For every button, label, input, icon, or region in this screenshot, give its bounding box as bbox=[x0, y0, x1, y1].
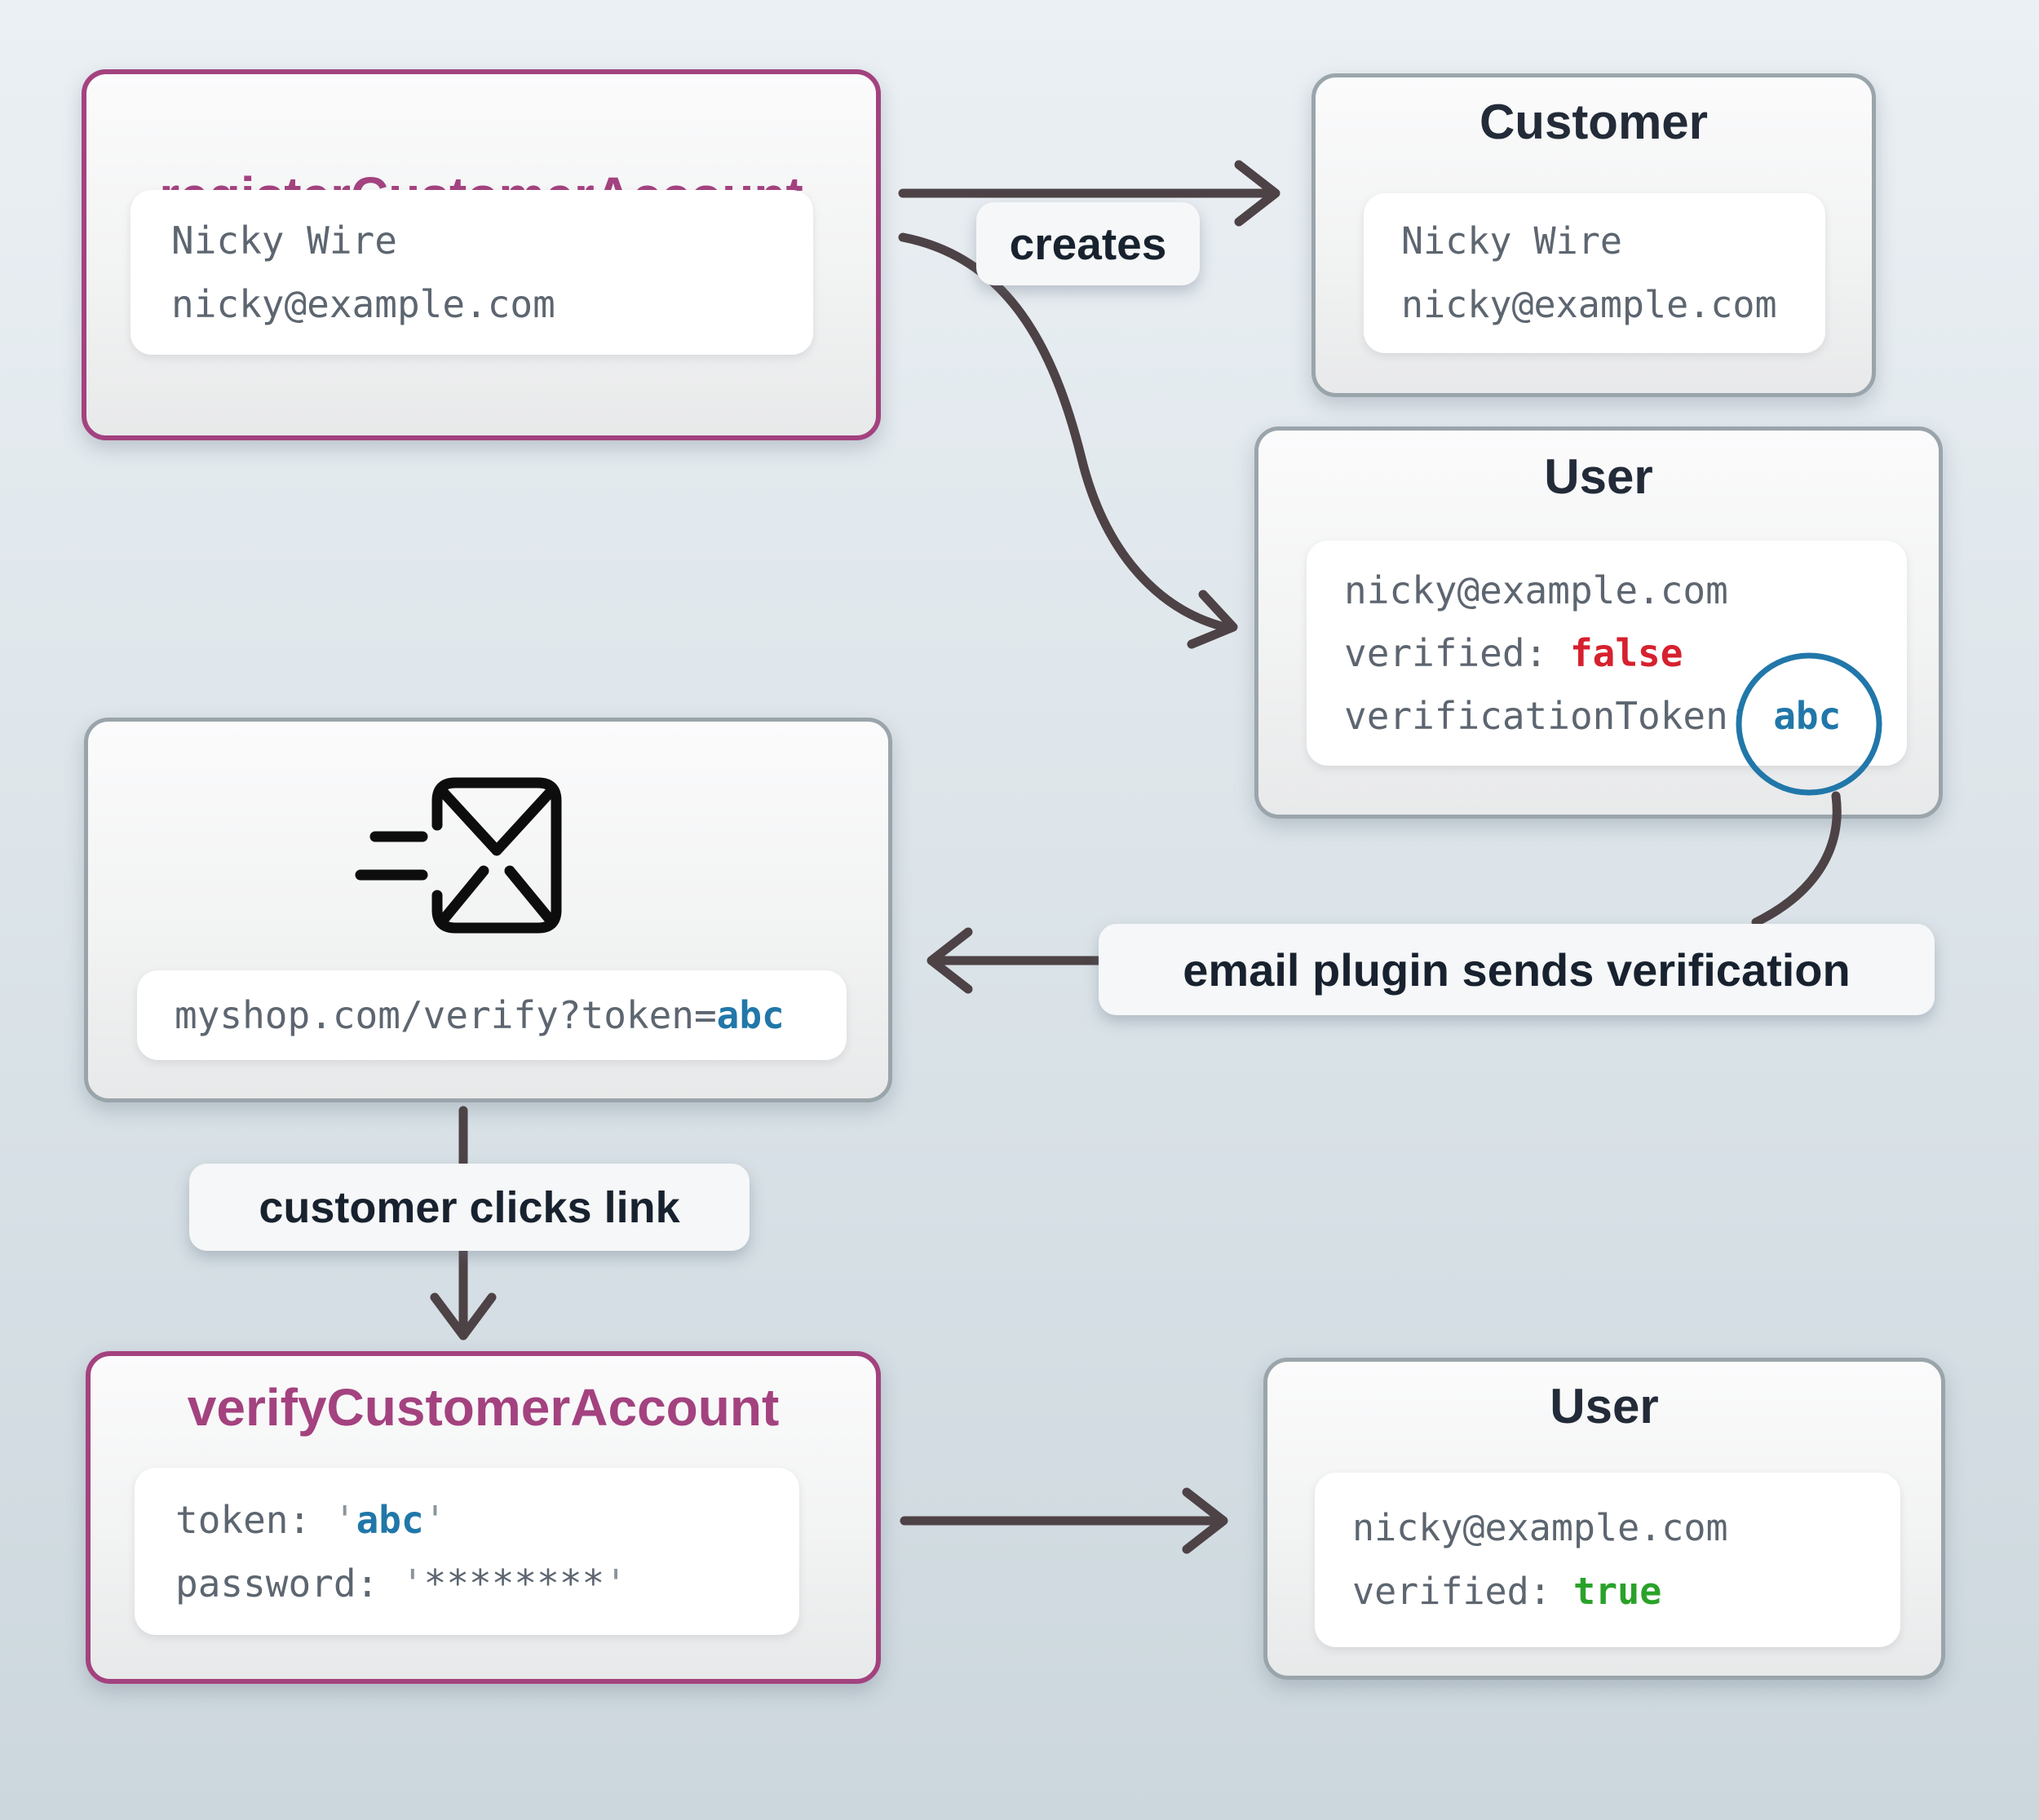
user-verified-record-card: nicky@example.com verified: true bbox=[1315, 1473, 1900, 1647]
link-token-value: abc bbox=[716, 993, 785, 1037]
creates-user-curved-arrow bbox=[898, 232, 1227, 631]
creates-user-arrowhead-icon bbox=[1187, 590, 1238, 649]
verification-link-card[interactable]: myshop.com/verify?token=abc bbox=[137, 970, 847, 1060]
customer-record-card: Nicky Wire nicky@example.com bbox=[1364, 193, 1825, 353]
token-key-text: token: bbox=[175, 1497, 334, 1542]
send-email-icon bbox=[351, 773, 571, 936]
register-email-text: nicky@example.com bbox=[171, 282, 555, 326]
verified-true-value: true bbox=[1572, 1570, 1662, 1613]
verify-token-line: token: 'abc' bbox=[175, 1488, 799, 1552]
token-value: abc bbox=[356, 1497, 424, 1542]
email-envelope-flap bbox=[436, 785, 557, 856]
user-verified-entity-node: User nicky@example.com verified: true bbox=[1263, 1358, 1945, 1680]
password-masked-value: ******** bbox=[423, 1561, 605, 1606]
link-prefix-text: myshop.com/verify?token= bbox=[175, 993, 717, 1037]
send-verification-arrowhead-icon bbox=[927, 927, 973, 994]
email-plugin-sends-verification-label: email plugin sends verification bbox=[1099, 924, 1935, 1015]
register-name-text: Nicky Wire bbox=[171, 219, 397, 263]
verify-node-title: verifyCustomerAccount bbox=[187, 1378, 780, 1437]
register-customer-account-node: registerCustomerAccount Nicky Wire nicky… bbox=[82, 69, 881, 440]
verification-token-key-text: verificationToken: bbox=[1344, 693, 1774, 738]
email-envelope-bottom-folds bbox=[436, 865, 557, 927]
verify-input-card: token: 'abc' password: '********' bbox=[135, 1468, 799, 1635]
user-verified-node-title: User bbox=[1550, 1379, 1659, 1433]
verify-password-line: password: '********' bbox=[175, 1552, 799, 1615]
customer-email-text: nicky@example.com bbox=[1401, 283, 1777, 326]
password-open-quote: ' bbox=[400, 1561, 424, 1606]
token-close-quote: ' bbox=[423, 1497, 447, 1542]
register-input-card: Nicky Wire nicky@example.com bbox=[130, 190, 813, 355]
creates-label: creates bbox=[976, 202, 1200, 285]
customer-entity-node: Customer Nicky Wire nicky@example.com bbox=[1311, 73, 1876, 397]
verification-link-text[interactable]: myshop.com/verify?token=abc bbox=[175, 983, 847, 1047]
clicks-link-arrowhead-icon bbox=[430, 1292, 497, 1341]
user-unverified-node-title: User bbox=[1544, 449, 1653, 504]
verify-customer-account-node: verifyCustomerAccount token: 'abc' passw… bbox=[86, 1351, 881, 1684]
verified-key-text: verified: bbox=[1352, 1570, 1573, 1613]
user-unverified-record-card: nicky@example.com verified: false verifi… bbox=[1307, 541, 1907, 766]
customer-name-text: Nicky Wire bbox=[1401, 219, 1622, 263]
verification-token-value: abc bbox=[1773, 693, 1842, 738]
user-verified-email-text: nicky@example.com bbox=[1352, 1506, 1728, 1549]
user-unverified-verified-line: verified: false bbox=[1344, 622, 1907, 685]
password-key-text: password: bbox=[175, 1561, 401, 1606]
user-unverified-email-text: nicky@example.com bbox=[1344, 568, 1728, 612]
user-verified-verified-line: verified: true bbox=[1352, 1560, 1900, 1623]
verification-email-node: myshop.com/verify?token=abc bbox=[84, 718, 892, 1102]
password-close-quote: ' bbox=[604, 1561, 627, 1606]
user-unverified-entity-node: User nicky@example.com verified: false v… bbox=[1254, 426, 1943, 819]
verified-key-text: verified: bbox=[1344, 630, 1570, 675]
customer-node-title: Customer bbox=[1479, 95, 1709, 149]
token-open-quote: ' bbox=[333, 1497, 356, 1542]
verified-false-value: false bbox=[1569, 630, 1683, 675]
customer-clicks-link-label: customer clicks link bbox=[189, 1164, 750, 1251]
user-unverified-token-line: verificationToken: abc bbox=[1344, 685, 1907, 748]
creates-customer-arrowhead-icon bbox=[1234, 160, 1280, 227]
verify-result-arrowhead-icon bbox=[1182, 1487, 1228, 1554]
